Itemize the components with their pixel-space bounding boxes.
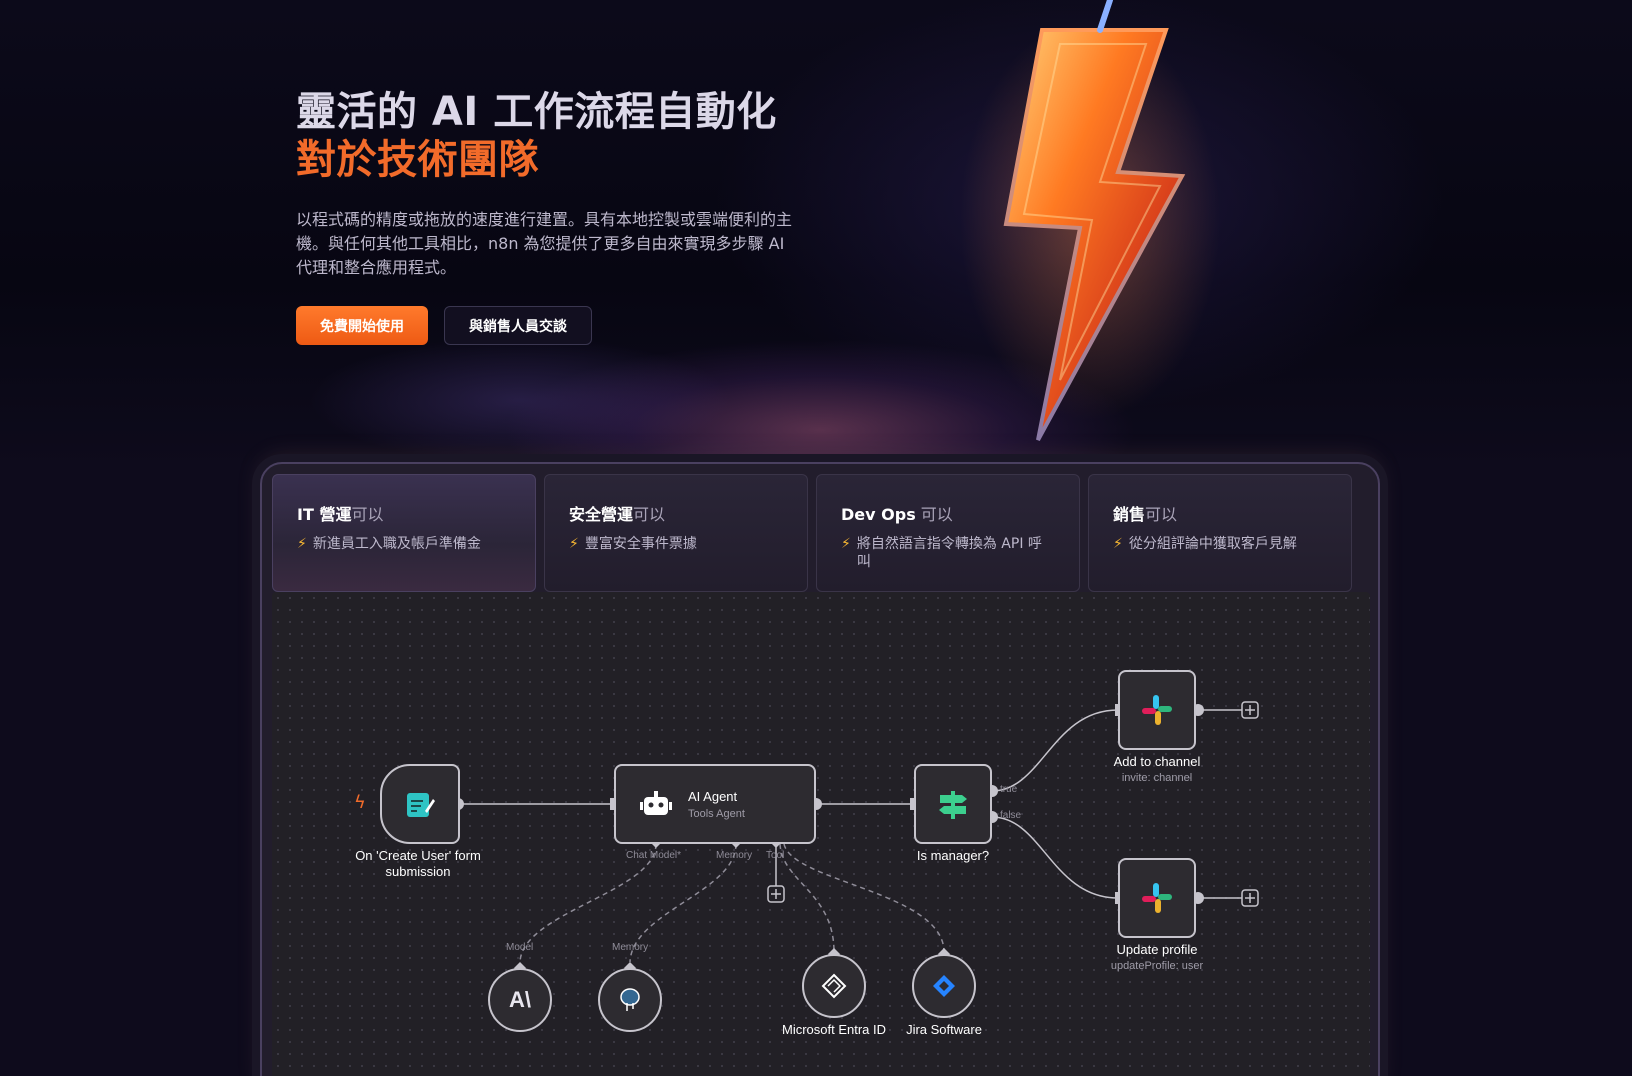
hero-title-line2: 對於技術團隊 [296,137,539,183]
jira-label: Jira Software [906,1022,982,1037]
port-label-tool: Tool [766,850,785,861]
hero-buttons: 免費開始使用 與銷售人員交談 [296,306,816,345]
tab-description: ⚡從分組評論中獲取客戶見解 [1113,536,1297,552]
slack-update-profile-label: Update profile [1116,942,1198,957]
slack-icon [1142,883,1172,913]
tab-sec-ops[interactable]: 安全營運可以 ⚡豐富安全事件票據 [544,474,808,592]
tab-dev-ops[interactable]: Dev Ops 可以 ⚡將自然語言指令轉換為 API 呼叫 [816,474,1080,592]
postgres-icon [620,988,640,1011]
output-label-false: false [1000,810,1022,821]
tab-it-ops[interactable]: IT 營運可以 ⚡新進員工入職及帳戶準備金 [272,474,536,592]
connection-entra [779,843,835,953]
tab-description: ⚡豐富安全事件票據 [569,536,697,552]
connection-model [519,843,657,963]
hero-description: 以程式碼的精度或拖放的速度進行建置。具有本地控製或雲端便利的主機。與任何其他工具… [296,210,793,277]
tab-description: ⚡新進員工入職及帳戶準備金 [297,536,481,552]
tab-title: IT 營運可以 [297,505,384,524]
hero-title-line1: 靈活的 AI 工作流程自動化 [296,89,777,135]
port-label-memory-sub: Memory [612,942,649,953]
slack-update-profile-node[interactable] [1118,858,1196,938]
port-label-memory: Memory [716,850,753,861]
form-icon [407,793,435,817]
zap-icon: ⚡ [297,536,307,552]
robot-icon [640,791,672,815]
hero-section: 靈活的 AI 工作流程自動化 對於技術團隊 以程式碼的精度或拖放的速度進行建置。… [296,88,816,345]
hero-background [0,0,1632,470]
workflow-canvas[interactable]: ϟ On 'Create User' form submission AI Ag… [272,592,1370,1076]
slack-update-profile-sub: updateProfile: user [1110,960,1204,972]
trigger-bolt-icon: ϟ [354,792,366,813]
tab-title: Dev Ops 可以 [841,505,953,524]
entra-id-label: Microsoft Entra ID [781,1022,887,1037]
port-label-chat-model: Chat Model* [626,850,682,861]
use-case-tabs: IT 營運可以 ⚡新進員工入職及帳戶準備金 安全營運可以 ⚡豐富安全事件票據 D… [272,474,1352,592]
is-manager-node[interactable] [914,764,992,844]
ai-agent-node[interactable]: AI Agent Tools Agent [614,764,816,844]
workflow-showcase-panel: IT 營運可以 ⚡新進員工入職及帳戶準備金 安全營運可以 ⚡豐富安全事件票據 D… [260,462,1380,1076]
ai-agent-subtitle: Tools Agent [688,807,745,820]
entra-id-icon [821,973,847,999]
connection-false [991,816,1119,899]
jira-node[interactable] [912,954,976,1018]
jira-icon [933,975,955,997]
connection-true [991,709,1119,792]
lightning-bolt-icon [960,0,1220,441]
talk-to-sales-button[interactable]: 與銷售人員交談 [444,306,592,345]
anthropic-icon: A\ [509,987,531,1012]
ai-agent-title: AI Agent [688,788,738,804]
postgres-memory-node[interactable] [598,968,662,1032]
trigger-node[interactable] [380,764,460,844]
connection-jira [783,843,945,953]
slack-add-channel-node[interactable] [1118,670,1196,750]
connection-memory [629,843,737,963]
slack-icon [1142,695,1172,725]
tab-title: 銷售可以 [1113,505,1178,524]
output-label-true: true [1000,784,1018,795]
signpost-icon [939,791,967,819]
start-free-button[interactable]: 免費開始使用 [296,306,428,345]
zap-icon: ⚡ [569,536,579,552]
slack-add-channel-sub: invite: channel [1121,772,1193,784]
tab-title: 安全營運可以 [569,505,666,524]
trigger-node-label: On 'Create User' form submission [355,848,481,879]
zap-icon: ⚡ [841,536,851,552]
tab-sales[interactable]: 銷售可以 ⚡從分組評論中獲取客戶見解 [1088,474,1352,592]
zap-icon: ⚡ [1113,536,1123,552]
slack-add-channel-label: Add to channel [1113,754,1201,769]
is-manager-label: Is manager? [916,848,990,863]
anthropic-model-node[interactable]: A\ [488,968,552,1032]
port-label-model: Model [506,942,534,953]
entra-id-node[interactable] [802,954,866,1018]
hero-title: 靈活的 AI 工作流程自動化 對於技術團隊 [296,88,816,184]
tab-description: ⚡將自然語言指令轉換為 API 呼叫 [841,536,1042,570]
